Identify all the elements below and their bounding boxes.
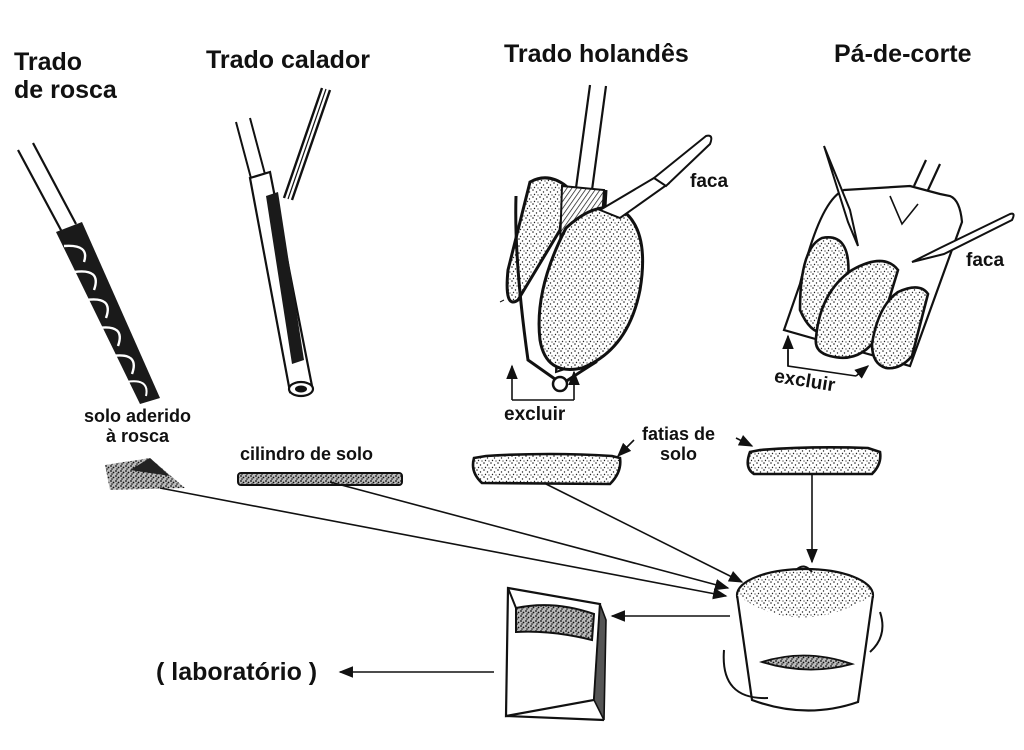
label-excluir-holandes: excluir (504, 404, 566, 425)
label-faca-holandes: faca (690, 171, 729, 192)
label-solo-aderido: solo aderido à rosca (84, 406, 192, 447)
label-faca-pa: faca (966, 250, 1005, 271)
bucket-illustration (722, 565, 884, 712)
title-trado-calador: Trado calador (206, 46, 370, 74)
dutch-auger-illustration (471, 84, 713, 486)
sample-box-illustration (504, 586, 607, 722)
title-pa-de-corte: Pá-de-corte (834, 40, 972, 68)
tube-sampler-illustration (235, 87, 403, 486)
label-laboratorio: ( laboratório ) (156, 658, 318, 686)
label-cilindro-de-solo: cilindro de solo (240, 444, 374, 464)
title-trado-rosca: Trado de rosca (14, 48, 117, 104)
flow-arrows (159, 474, 818, 678)
title-trado-holandes: Trado holandês (504, 40, 689, 68)
label-fatias-de-solo: fatias de solo (642, 424, 716, 465)
spade-illustration (616, 145, 1015, 476)
screw-auger-illustration (17, 142, 185, 490)
